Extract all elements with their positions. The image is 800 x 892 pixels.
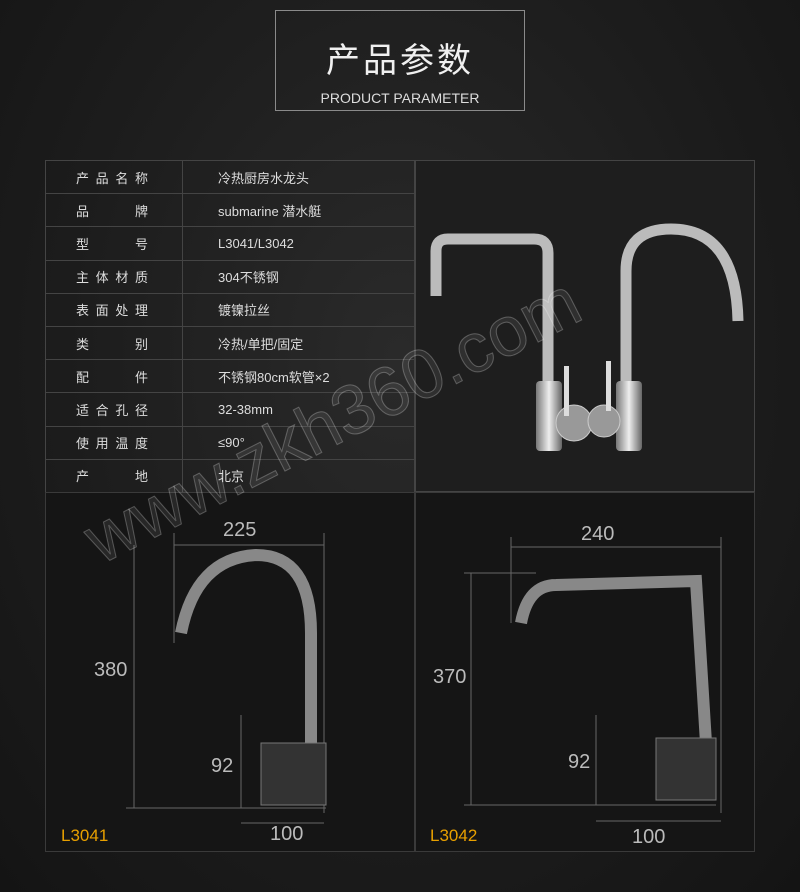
diagram-l3042: 240 370 92 100 L3042 (415, 492, 755, 852)
dim-width: 240 (581, 523, 615, 545)
spec-value: 冷热厨房水龙头 (182, 159, 415, 195)
spec-value: 北京 (182, 458, 415, 493)
spec-label: 产地 (45, 458, 183, 493)
spec-label: 主体材质 (45, 259, 183, 294)
spec-label: 型号 (45, 226, 183, 261)
title-en: PRODUCT PARAMETER (320, 90, 480, 106)
dim-base-height: 92 (211, 755, 234, 777)
spec-label: 品牌 (45, 193, 183, 228)
spec-value: 冷热/单把/固定 (182, 325, 415, 361)
spec-value: 镀镍拉丝 (182, 292, 415, 327)
spec-row: 表面处理镀镍拉丝 (45, 292, 415, 327)
spec-row: 产品名称冷热厨房水龙头 (45, 159, 415, 195)
model-label: L3041 (61, 826, 109, 845)
model-label: L3042 (430, 826, 478, 845)
spec-label: 表面处理 (45, 292, 183, 327)
dim-width: 225 (223, 519, 257, 541)
spec-row: 类别冷热/单把/固定 (45, 325, 415, 361)
faucet-l3042-drawing (464, 537, 722, 822)
title-cn: 产品参数 (326, 41, 474, 81)
dim-base-width: 100 (270, 823, 304, 845)
product-photo (415, 160, 755, 492)
dim-height: 380 (94, 659, 128, 681)
title-box: 产品参数 PRODUCT PARAMETER (275, 10, 525, 111)
spec-row: 产地北京 (45, 458, 415, 493)
spec-value: 不锈钢80cm软管×2 (182, 359, 415, 394)
spec-value: L3041/L3042 (182, 226, 415, 261)
dim-base-height: 92 (568, 751, 591, 773)
faucet-photo-illustration (430, 223, 744, 451)
spec-value: submarine 潜水艇 (182, 193, 415, 228)
dim-height: 370 (433, 666, 467, 688)
faucet-l3041-drawing (126, 533, 327, 824)
spec-label: 适合孔径 (45, 392, 183, 427)
spec-label: 类别 (45, 325, 183, 361)
dim-base-width: 100 (632, 826, 666, 848)
spec-label: 使用温度 (45, 425, 183, 460)
spec-label: 产品名称 (45, 159, 183, 195)
spec-value: 32-38mm (182, 392, 415, 427)
spec-row: 配件不锈钢80cm软管×2 (45, 359, 415, 394)
spec-label: 配件 (45, 359, 183, 394)
spec-value: 304不锈钢 (182, 259, 415, 294)
diagram-l3041: 225 380 92 100 L3041 (45, 492, 415, 852)
